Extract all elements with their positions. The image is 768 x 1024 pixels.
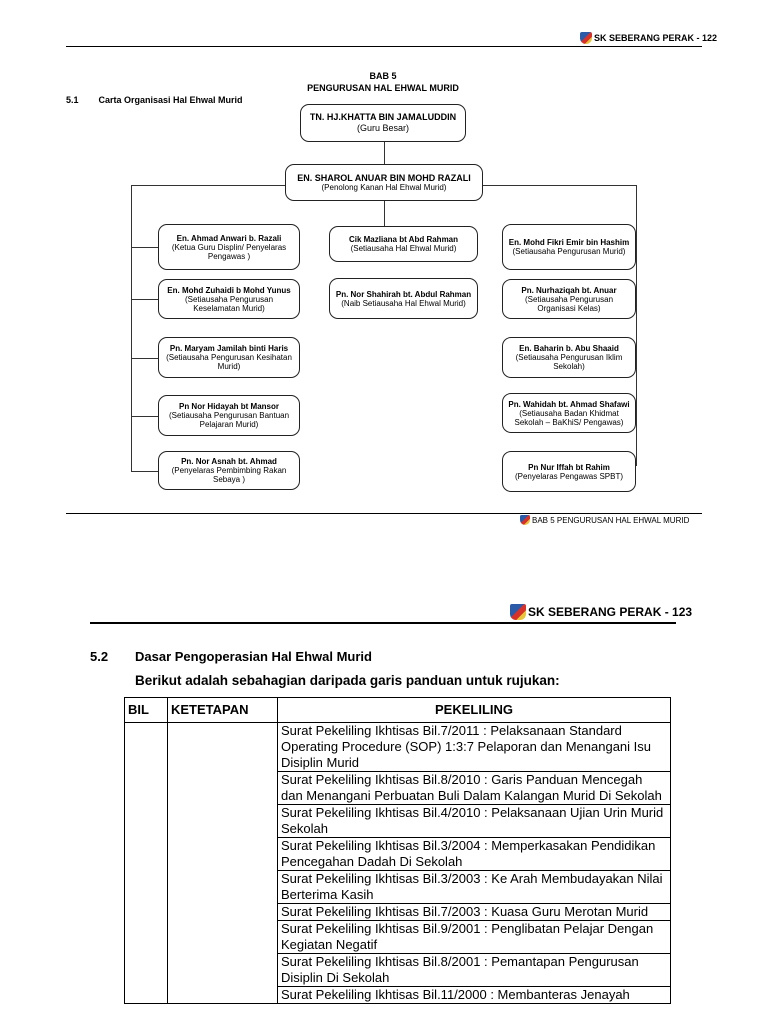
org-box-head: TN. HJ.KHATTA BIN JAMALUDDIN(Guru Besar) (300, 104, 466, 142)
connector (131, 247, 158, 248)
member-name: Pn. Nor Asnah bt. Ahmad (181, 457, 277, 466)
ketetapan-cell (167, 722, 278, 1004)
intro-text: Berikut adalah sebahagian daripada garis… (135, 673, 560, 688)
policy-table: BIL KETETAPAN PEKELILING Surat Pekelilin… (124, 697, 671, 1004)
member-name: En. Mohd Zuhaidi b Mohd Yunus (167, 285, 291, 295)
member-name: Pn. Wahidah bt. Ahmad Shafawi (508, 399, 630, 409)
org-box-center: Cik Mazliana bt Abd Rahman(Setiausaha Ha… (329, 226, 478, 262)
member-name: En. Mohd Fikri Emir bin Hashim (508, 238, 630, 247)
divider (90, 622, 676, 624)
member-role: (Setiausaha Pengurusan Kesihatan Murid) (166, 353, 292, 371)
org-box-right: En. Mohd Fikri Emir bin Hashim(Setiausah… (502, 224, 636, 270)
pekeliling-cell: Surat Pekeliling Ikhtisas Bil.11/2000 : … (277, 986, 671, 1004)
member-role: (Setiausaha Badan Khidmat Sekolah – BaKh… (514, 408, 624, 427)
table-row: Surat Pekeliling Ikhtisas Bil.8/2001 : P… (125, 953, 671, 987)
page-header: SK SEBERANG PERAK - 123 (510, 604, 692, 620)
pekeliling-cell: Surat Pekeliling Ikhtisas Bil.9/2001 : P… (277, 920, 671, 954)
connector (384, 142, 385, 164)
member-role: (Penyelaras Pengawas SPBT) (514, 471, 624, 481)
connector (131, 416, 158, 417)
pekeliling-cell: Surat Pekeliling Ikhtisas Bil.3/2004 : M… (277, 837, 671, 871)
org-box-right: En. Baharin b. Abu Shaaid(Setiausaha Pen… (502, 337, 636, 378)
member-name: Pn Nur Iffah bt Rahim (528, 462, 610, 472)
member-role: (Setiausaha Pengurusan Iklim Sekolah) (515, 353, 623, 371)
org-box-right: Pn. Wahidah bt. Ahmad Shafawi(Setiausaha… (502, 393, 636, 433)
col-header: KETETAPAN (167, 697, 278, 723)
table-row: Surat Pekeliling Ikhtisas Bil.8/2010 : G… (125, 771, 671, 805)
member-role: (Setiausaha Pengurusan Bantuan Pelajaran… (168, 411, 290, 429)
bil-cell (124, 722, 168, 1004)
member-name: Pn. Nurhaziqah bt. Anuar (521, 285, 617, 295)
connector (131, 358, 158, 359)
pekeliling-cell: Surat Pekeliling Ikhtisas Bil.7/2011 : P… (277, 722, 671, 772)
member-role: (Setiausaha Pengurusan Keselamatan Murid… (184, 294, 274, 313)
connector (384, 201, 385, 226)
col-header: BIL (124, 697, 168, 723)
table-row: Surat Pekeliling Ikhtisas Bil.4/2010 : P… (125, 804, 671, 838)
org-box-center: Pn. Nor Shahirah bt. Abdul Rahman(Naib S… (329, 278, 478, 319)
member-name: En. Ahmad Anwari b. Razali (176, 233, 282, 243)
page-footer: BAB 5 PENGURUSAN HAL EHWAL MURID (520, 515, 689, 525)
member-name: Cik Mazliana bt Abd Rahman (348, 235, 459, 244)
member-role: (Naib Setiausaha Hal Ehwal Murid) (341, 298, 466, 308)
divider (66, 513, 702, 514)
school-logo-icon (580, 32, 592, 44)
school-logo-icon (510, 604, 526, 620)
connector (131, 299, 158, 300)
table-row: Surat Pekeliling Ikhtisas Bil.11/2000 : … (125, 986, 671, 1004)
member-role: (Setiausaha Pengurusan Organisasi Kelas) (524, 294, 614, 313)
table-row: Surat Pekeliling Ikhtisas Bil.7/2003 : K… (125, 903, 671, 921)
member-role: (Ketua Guru Displin/ Penyelaras Pengawas… (171, 242, 287, 261)
member-name: Pn. Nor Shahirah bt. Abdul Rahman (335, 289, 472, 299)
pekeliling-cell: Surat Pekeliling Ikhtisas Bil.7/2003 : K… (277, 903, 671, 921)
pekeliling-cell: Surat Pekeliling Ikhtisas Bil.8/2010 : G… (277, 771, 671, 805)
org-box-deputy: EN. SHAROL ANUAR BIN MOHD RAZALI(Penolon… (285, 164, 483, 201)
divider (66, 46, 702, 47)
table-row: Surat Pekeliling Ikhtisas Bil.7/2011 : P… (124, 722, 671, 1004)
pekeliling-cell: Surat Pekeliling Ikhtisas Bil.4/2010 : P… (277, 804, 671, 838)
school-logo-icon (520, 515, 530, 525)
member-name: Pn. Maryam Jamilah binti Haris (169, 344, 289, 353)
table-row: Surat Pekeliling Ikhtisas Bil.3/2003 : K… (125, 870, 671, 904)
member-name: Pn Nor Hidayah bt Mansor (178, 402, 279, 411)
connector (636, 185, 637, 466)
col-header: PEKELILING (277, 697, 671, 723)
member-role: (Setiausaha Hal Ehwal Murid) (350, 244, 457, 253)
connector (131, 471, 158, 472)
member-role: (Setiausaha Pengurusan Murid) (512, 247, 626, 256)
pekeliling-cell: Surat Pekeliling Ikhtisas Bil.3/2003 : K… (277, 870, 671, 904)
page-header: SK SEBERANG PERAK - 122 (580, 32, 717, 44)
org-box-left: Pn. Nor Asnah bt. Ahmad(Penyelaras Pembi… (158, 451, 300, 490)
connector (131, 185, 132, 472)
table-row: Surat Pekeliling Ikhtisas Bil.9/2001 : P… (125, 920, 671, 954)
member-role: (Penyelaras Pembimbing Rakan Sebaya ) (171, 466, 287, 484)
org-box-left: Pn. Maryam Jamilah binti Haris(Setiausah… (158, 337, 300, 378)
org-box-left: En. Ahmad Anwari b. Razali(Ketua Guru Di… (158, 224, 300, 270)
org-box-left: En. Mohd Zuhaidi b Mohd Yunus(Setiausaha… (158, 279, 300, 319)
member-name: En. Baharin b. Abu Shaaid (519, 344, 619, 353)
pekeliling-cell: Surat Pekeliling Ikhtisas Bil.8/2001 : P… (277, 953, 671, 987)
org-box-left: Pn Nor Hidayah bt Mansor(Setiausaha Peng… (158, 395, 300, 436)
org-box-right: Pn Nur Iffah bt Rahim(Penyelaras Pengawa… (502, 451, 636, 492)
org-box-right: Pn. Nurhaziqah bt. Anuar(Setiausaha Peng… (502, 279, 636, 319)
